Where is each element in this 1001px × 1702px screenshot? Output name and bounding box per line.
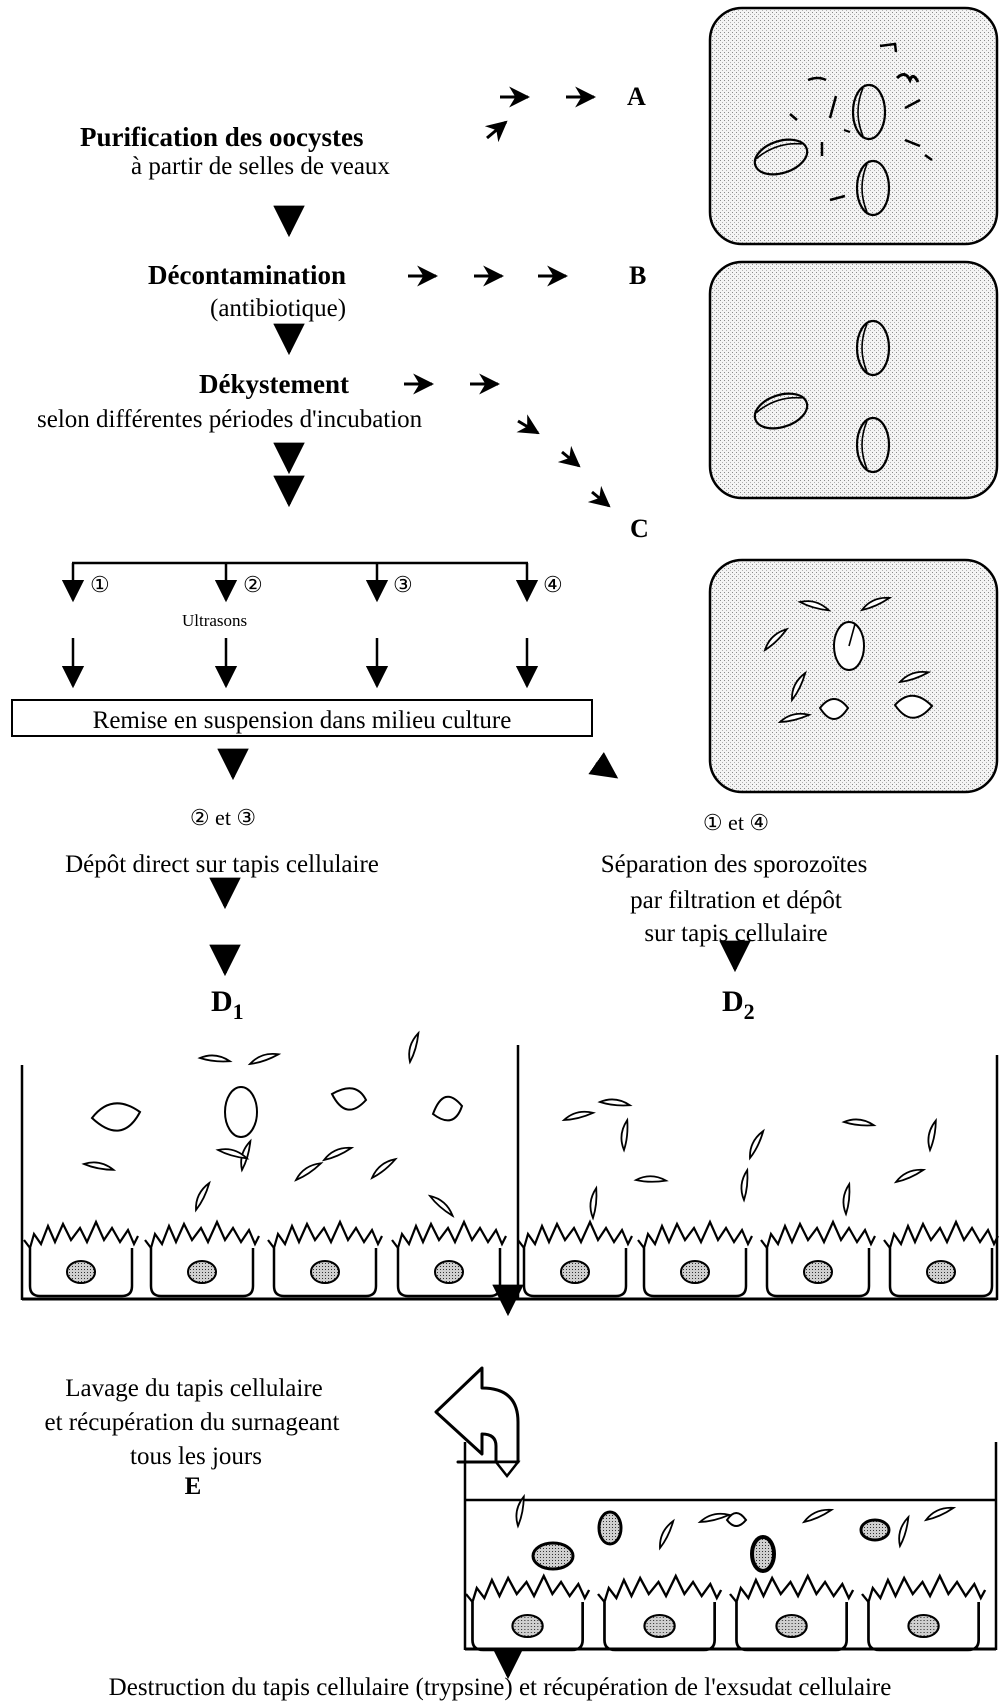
left-path-text: Dépôt direct sur tapis cellulaire xyxy=(65,851,379,878)
branch-1-number: ① xyxy=(90,572,110,597)
wash-line3: tous les jours xyxy=(130,1443,262,1470)
decontamination-title: Décontamination xyxy=(148,260,346,290)
wash-line2: et récupération du surnageant xyxy=(44,1409,340,1436)
decontamination-subtitle: (antibiotique) xyxy=(210,295,347,322)
arrow-right-icon xyxy=(404,86,597,395)
right-path-line3: sur tapis cellulaire xyxy=(644,920,828,947)
oocyst-icon xyxy=(90,1086,464,1138)
right-path-line1: Séparation des sporozoïtes xyxy=(600,851,868,878)
purification-subtitle: à partir de selles de veaux xyxy=(131,153,390,180)
right-path-line2: par filtration et dépôt xyxy=(630,887,842,914)
u-turn-arrow-icon xyxy=(434,1366,521,1479)
branch-4-number: ④ xyxy=(543,572,563,597)
sporozoite-icon xyxy=(82,1031,940,1220)
panel-c-image xyxy=(708,558,999,794)
wash-line1: Lavage du tapis cellulaire xyxy=(65,1375,323,1402)
branch-3-number: ③ xyxy=(393,572,413,597)
arrow-diagonal-icon xyxy=(516,414,619,779)
culture-well-d xyxy=(20,1031,1000,1301)
resuspension-box: Remise en suspension dans milieu culture xyxy=(11,699,593,737)
panel-b-label: B xyxy=(629,261,647,290)
culture-well-e xyxy=(463,1442,998,1652)
resuspension-text: Remise en suspension dans milieu culture xyxy=(92,707,512,734)
branch-2-number: ② xyxy=(243,572,263,597)
left-path-numbers: ② et ③ xyxy=(189,805,257,830)
d1-label: D1 xyxy=(211,985,244,1024)
final-step-text: Destruction du tapis cellulaire (trypsin… xyxy=(108,1674,892,1701)
panel-a-label: A xyxy=(627,82,646,111)
panel-b-image xyxy=(708,260,999,500)
host-cell-icon xyxy=(22,1220,1000,1298)
right-path-numbers: ① et ④ xyxy=(702,810,770,835)
arrow-down-icon xyxy=(209,205,751,1680)
panel-a-image xyxy=(708,6,999,246)
panel-e-label: E xyxy=(184,1473,202,1500)
ultrasons-label: Ultrasons xyxy=(182,611,248,630)
dekystement-title: Dékystement xyxy=(199,369,349,399)
dekystement-subtitle: selon différentes périodes d'incubation xyxy=(37,406,423,433)
branch-lines xyxy=(61,561,539,689)
purification-title: Purification des oocystes xyxy=(80,122,364,152)
d2-label: D2 xyxy=(722,985,755,1024)
panel-c-label: C xyxy=(630,514,649,543)
